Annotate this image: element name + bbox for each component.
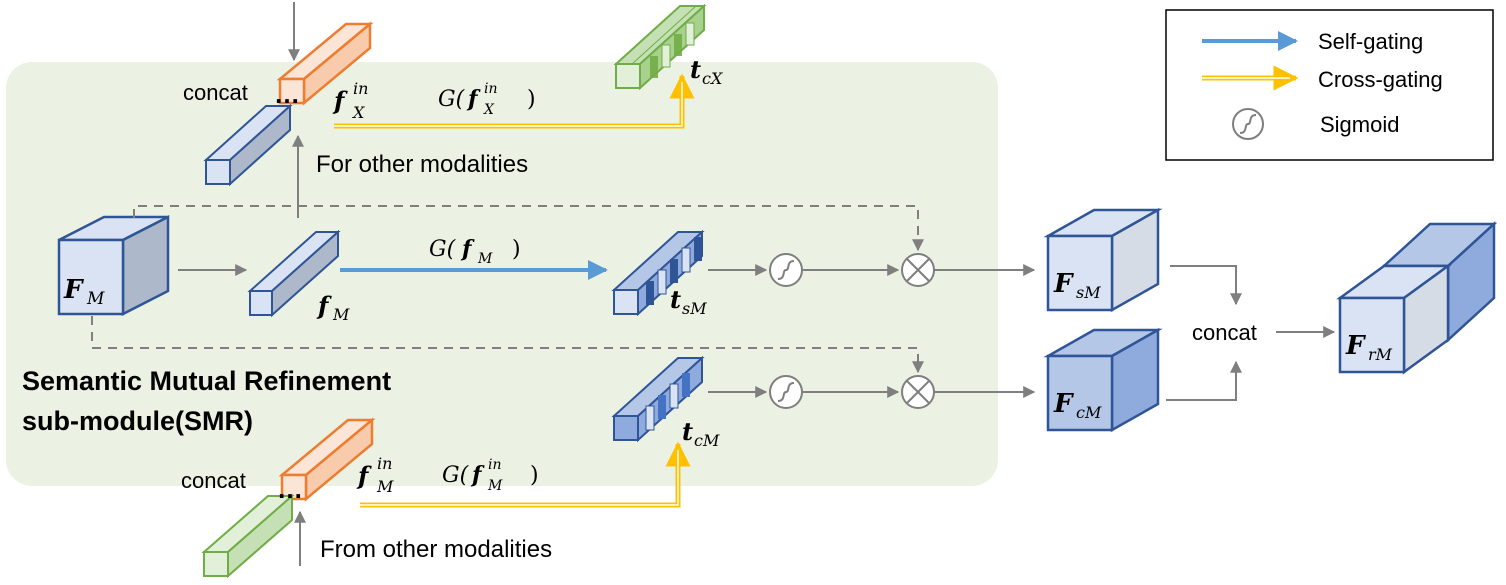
module-title-line2: sub-module(SMR): [22, 406, 253, 436]
t-sM-subscript: sM: [682, 299, 707, 318]
t-cM-subscript: cM: [694, 431, 720, 450]
F-cM-to-concat-arrow: [1166, 360, 1242, 401]
G-f-X-in-sup: in: [484, 81, 498, 97]
smr-module-background: [6, 62, 998, 486]
concat-right-label: concat: [1192, 320, 1257, 345]
G-f-X-in-sub: X: [483, 102, 495, 118]
t-cM-symbol: t: [682, 417, 693, 446]
bottom-ellipsis: …: [277, 474, 303, 504]
f-M-in-orange-bar: [278, 417, 376, 502]
f-M-bar: [247, 229, 341, 318]
t-cM-bar: [611, 355, 705, 443]
sigmoid-legend-label: Sigmoid: [1320, 112, 1399, 137]
F-cM-symbol: F: [1053, 389, 1074, 419]
f-M-in-green-bar: [201, 493, 295, 579]
sigmoid-icon: [769, 253, 803, 287]
multiply-icon: [901, 253, 935, 287]
f-M-symbol: f: [316, 291, 332, 320]
G-f-M-in-open: G(: [442, 463, 469, 488]
f-X-in-blue-bar: [203, 103, 293, 187]
F-sM-cube: [1043, 207, 1163, 313]
f-X-in-subscript: X: [351, 103, 365, 122]
f-M-in-symbol: f: [356, 461, 372, 490]
F-cM-cube: [1043, 327, 1163, 433]
legend: Self-gating Cross-gating Sigmoid: [1165, 9, 1494, 161]
F-cM-subscript: cM: [1076, 403, 1102, 422]
G-f-M-sub: M: [477, 251, 493, 267]
cross-gating-top-arrow-inner: [334, 82, 683, 127]
for-other-modalities-caption: For other modalities: [316, 151, 528, 178]
G-f-X-in-close: ): [527, 87, 536, 112]
t-cX-symbol: t: [690, 55, 701, 84]
cross-gating-legend-label: Cross-gating: [1318, 67, 1443, 92]
G-f-M-in-sub: M: [487, 478, 503, 494]
F-sM-symbol: F: [1053, 269, 1074, 299]
t-cX-bar: [613, 3, 707, 91]
from-other-modalities-caption: From other modalities: [320, 536, 552, 563]
F-sM-to-concat-arrow: [1170, 265, 1242, 306]
t-cX-subscript: cX: [702, 69, 723, 88]
legend-box: [1165, 9, 1494, 161]
t-sM-bar: [611, 229, 705, 317]
module-title-line1: Semantic Mutual Refinement: [22, 366, 391, 396]
dashed-skip-bottom: [91, 316, 924, 374]
F-M-subscript: M: [86, 289, 105, 309]
self-gating-legend-label: Self-gating: [1318, 29, 1423, 54]
F-sM-subscript: sM: [1076, 283, 1101, 302]
G-f-M-in-sup: in: [488, 457, 502, 473]
top-ellipsis: …: [274, 79, 300, 109]
f-M-in-subscript: M: [376, 477, 394, 496]
sigmoid-icon: [1232, 108, 1264, 140]
f-X-in-symbol: f: [332, 86, 348, 115]
concat-top-label: concat: [183, 80, 248, 105]
F-rM-subscript: rM: [1368, 345, 1393, 364]
multiply-icon: [901, 375, 935, 409]
F-rM-cube: [1336, 221, 1498, 375]
G-f-M-in-f: f: [470, 462, 485, 488]
sigmoid-icon: [769, 375, 803, 409]
G-f-M-open: G(: [429, 237, 456, 262]
F-M-cube: [57, 214, 170, 317]
concat-bottom-label: concat: [181, 468, 246, 493]
G-f-M-close: ): [512, 237, 521, 262]
G-f-X-in-f: f: [466, 86, 481, 112]
F-M-symbol: F: [63, 275, 84, 305]
f-X-in-orange-bar: [276, 21, 374, 106]
G-f-X-in-open: G(: [438, 87, 465, 112]
t-sM-symbol: t: [670, 285, 681, 314]
f-X-in-superscript: in: [353, 79, 368, 98]
f-M-in-superscript: in: [377, 454, 392, 473]
f-M-subscript: M: [332, 305, 350, 324]
cross-gating-bottom-arrow-inner: [360, 450, 679, 506]
dashed-skip-top: [133, 205, 924, 252]
G-f-M-in-close: ): [530, 463, 539, 488]
F-rM-symbol: F: [1345, 331, 1366, 361]
G-f-M-f: f: [460, 236, 475, 262]
